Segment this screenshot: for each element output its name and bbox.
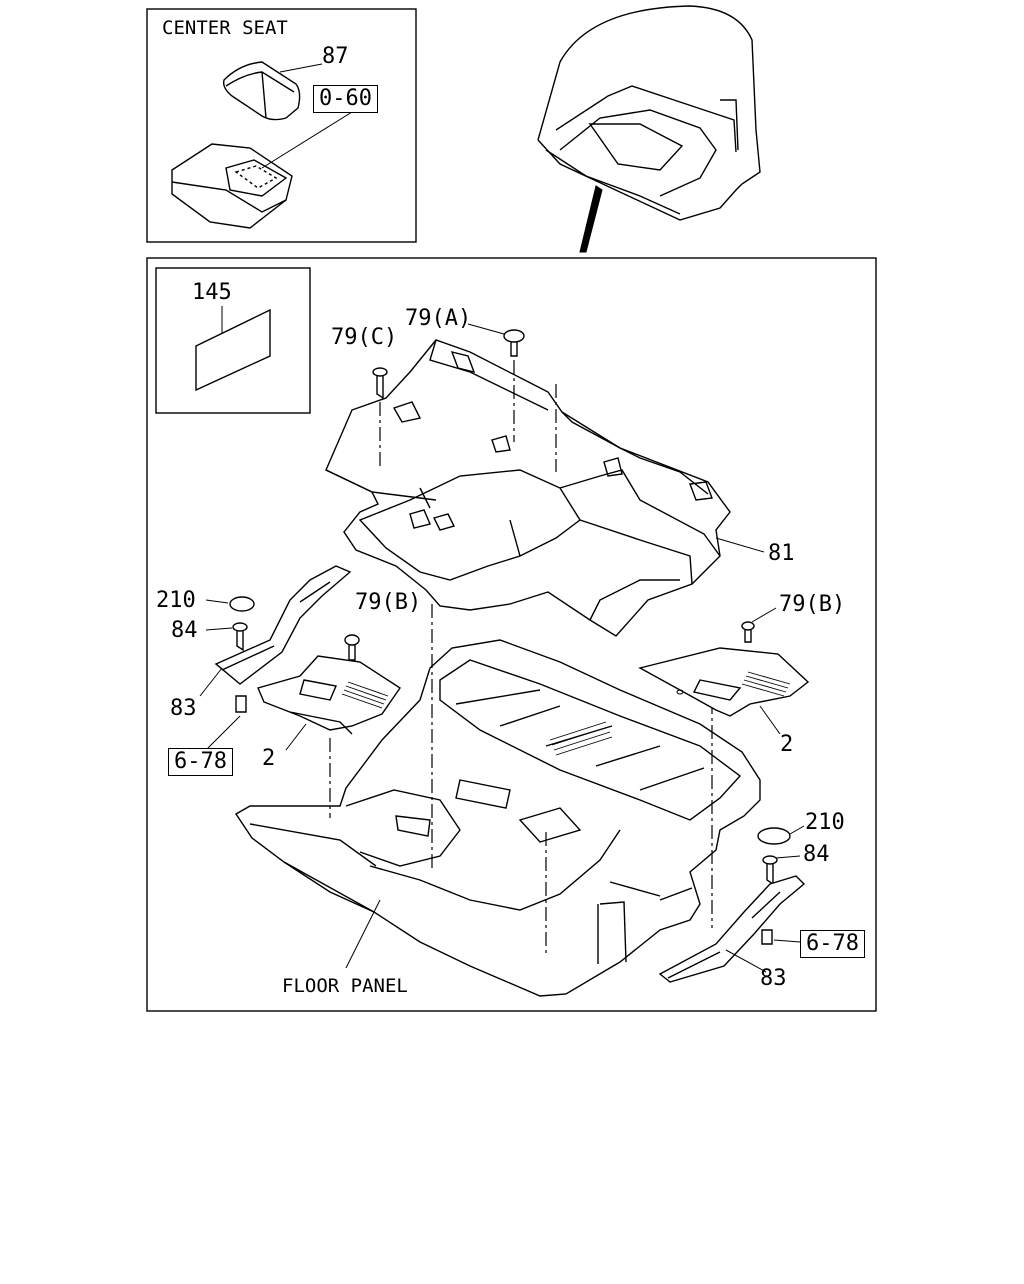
label-79b-left: 79(B) — [355, 590, 422, 615]
leader-210-left — [205, 599, 229, 604]
part-210-right — [757, 827, 791, 845]
ref-box-060: 0-60 — [313, 85, 378, 113]
part-145-label-sheet — [195, 306, 271, 392]
clip-678-right — [761, 929, 773, 945]
ref-box-678-left: 6-78 — [168, 748, 233, 776]
leader-84-right — [775, 855, 801, 859]
leader-2-left — [285, 723, 307, 751]
center-seat-frame — [146, 8, 417, 243]
fastener-79b-right — [741, 607, 777, 643]
label-center-seat: CENTER SEAT — [162, 17, 288, 39]
label-79a: 79(A) — [405, 306, 472, 331]
leader-81 — [715, 537, 765, 553]
label-210-left: 210 — [156, 588, 196, 613]
part-84-left — [232, 622, 248, 652]
label-145: 145 — [192, 280, 232, 305]
part-83-right-strip — [658, 875, 806, 983]
label-84-right: 84 — [803, 842, 830, 867]
part-81-carpet — [325, 339, 731, 637]
leader-2-right — [759, 705, 781, 735]
part-84-right — [762, 855, 778, 886]
label-83-left: 83 — [170, 696, 197, 721]
label-145-frame — [155, 267, 311, 414]
label-79b-right: 79(B) — [779, 592, 846, 617]
label-87: 87 — [322, 44, 349, 69]
label-83-right: 83 — [760, 966, 787, 991]
leader-83-left — [199, 667, 223, 697]
vehicle-overview — [537, 5, 761, 253]
floor-panel — [235, 639, 761, 997]
leader-060 — [261, 111, 353, 169]
label-81: 81 — [768, 541, 795, 566]
fastener-79a — [467, 323, 525, 442]
leader-84-left — [205, 627, 233, 631]
center-seat-base — [171, 143, 293, 229]
part-2-right-insulator — [638, 647, 810, 717]
leader-678-right — [773, 939, 801, 943]
part-210-left — [229, 596, 255, 612]
leader-210-right — [789, 825, 805, 835]
label-floor-panel: FLOOR PANEL — [282, 975, 408, 997]
label-84-left: 84 — [171, 618, 198, 643]
part-87-cushion — [222, 61, 301, 121]
ref-box-678-right: 6-78 — [800, 930, 865, 958]
leader-floor-panel — [345, 899, 381, 969]
part-83-left-strip — [214, 565, 352, 685]
label-2-left: 2 — [262, 746, 276, 771]
label-210-right: 210 — [805, 810, 845, 835]
part-2-left-insulator — [257, 655, 401, 735]
leader-83-right — [725, 949, 767, 973]
label-2-right: 2 — [780, 732, 794, 757]
main-frame — [146, 257, 877, 1012]
label-79c: 79(C) — [331, 325, 398, 350]
leader-87 — [279, 63, 323, 73]
fastener-79c — [372, 367, 388, 470]
clip-678-left — [235, 695, 247, 713]
